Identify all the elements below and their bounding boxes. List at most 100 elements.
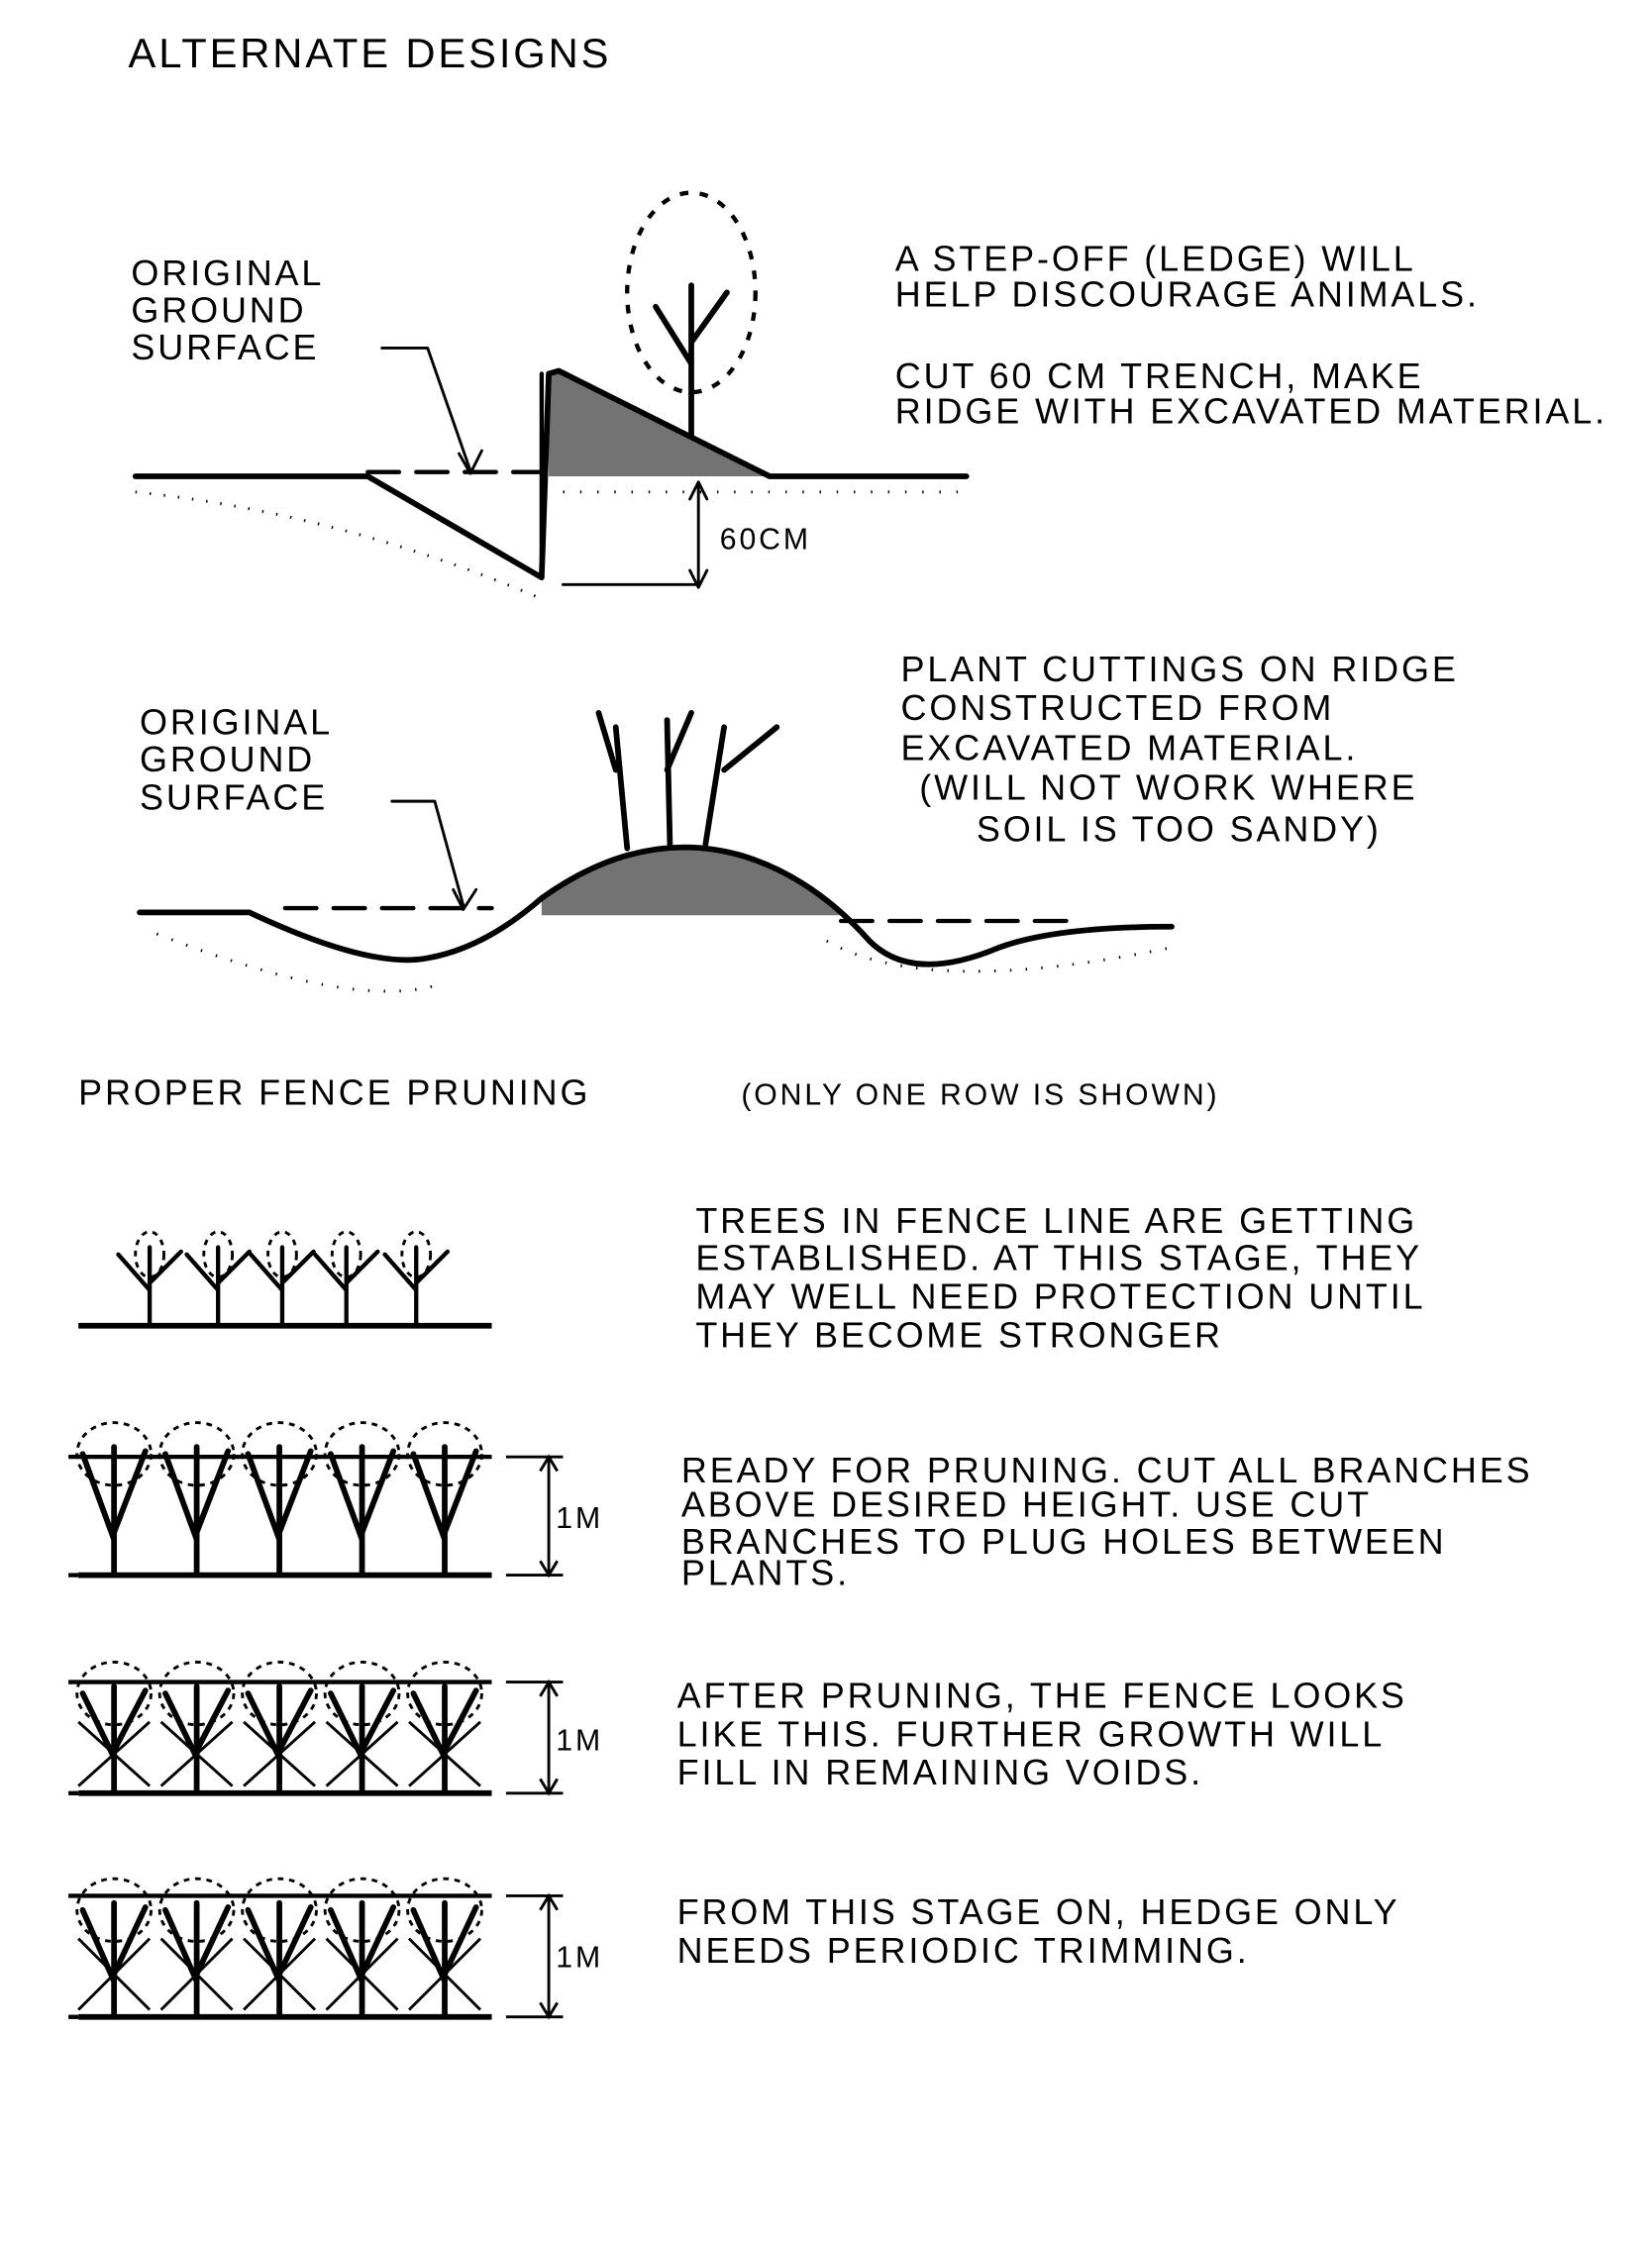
svg-text:AFTER PRUNING, THE FENCE LOOKS: AFTER PRUNING, THE FENCE LOOKS [677,1675,1407,1715]
foliage-icon [157,1660,236,1727]
foliage-icon [406,1421,483,1487]
foliage-icon [157,1877,236,1943]
tree-icon [328,1444,397,1579]
foliage-icon [323,1421,401,1487]
foliage-icon [323,1660,401,1727]
tree-icon [162,1444,232,1579]
pruning-title: PROPER FENCE PRUNING [78,1072,590,1113]
tree-icon [245,1899,314,2020]
svg-text:SOIL IS TOO SANDY): SOIL IS TOO SANDY) [977,808,1382,849]
page-title: ALTERNATE DESIGNS [129,30,612,76]
foliage-icon [406,1877,483,1943]
svg-text:GROUND: GROUND [140,739,315,779]
tree-icon [79,1444,149,1579]
svg-text:FILL IN REMAINING VOIDS.: FILL IN REMAINING VOIDS. [677,1752,1203,1792]
foliage-icon [266,1230,298,1279]
svg-text:THEY BECOME STRONGER: THEY BECOME STRONGER [695,1314,1223,1355]
dimension-arrow [505,1454,564,1579]
height-label-3: 1M [556,1725,603,1758]
foliage-icon [406,1660,483,1727]
cut-branch-icon [408,1720,481,1787]
svg-text:READY FOR PRUNING. CUT ALL BRA: READY FOR PRUNING. CUT ALL BRANCHES [681,1450,1533,1490]
depth-label: 60CM [720,523,811,556]
tree-icon [245,1444,314,1579]
tree-icon [312,1245,380,1328]
tree-icon [249,1245,316,1328]
svg-text:SURFACE: SURFACE [140,777,328,818]
height-label-2: 1M [556,1502,603,1535]
foliage-icon [202,1230,235,1279]
svg-text:BRANCHES TO PLUG HOLES BETWEEN: BRANCHES TO PLUG HOLES BETWEEN [681,1521,1447,1562]
svg-text:(WILL NOT WORK WHERE: (WILL NOT WORK WHERE [919,767,1417,808]
design1-notes: A STEP-OFF (LEDGE) WILL HELP DISCOURAGE … [895,239,1607,432]
tree-icon [410,1682,479,1796]
design2-notes: PLANT CUTTINGS ON RIDGE CONSTRUCTED FROM… [901,649,1459,849]
cut-branch-icon [408,1937,482,2011]
svg-text:TREES IN FENCE LINE ARE GETTIN: TREES IN FENCE LINE ARE GETTING [695,1200,1417,1241]
svg-text:CONSTRUCTED FROM: CONSTRUCTED FROM [901,687,1335,728]
tree-icon [410,1899,479,2020]
dimension-arrow [505,1892,564,2020]
svg-text:GROUND: GROUND [131,290,306,331]
foliage-icon [134,1230,165,1279]
cut-branch-icon [77,1937,152,2011]
cut-branch-icon [77,1720,152,1787]
step-off-cross-section [132,190,970,601]
svg-text:EXCAVATED MATERIAL.: EXCAVATED MATERIAL. [901,727,1359,767]
tree-icon [410,1444,479,1579]
tree-icon [79,1682,149,1796]
stage-2-notes: READY FOR PRUNING. CUT ALL BRANCHES ABOV… [681,1450,1533,1593]
tree-icon [328,1899,397,2020]
svg-text:ORIGINAL: ORIGINAL [140,701,333,742]
svg-text:CUT 60 CM TRENCH, MAKE: CUT 60 CM TRENCH, MAKE [895,356,1424,396]
svg-text:PLANT CUTTINGS ON RIDGE: PLANT CUTTINGS ON RIDGE [901,649,1459,689]
cut-branch-icon [325,1937,399,2011]
foliage-icon [241,1421,318,1487]
tree-icon [162,1899,232,2020]
cut-branch-icon [159,1720,234,1787]
svg-text:ABOVE DESIRED HEIGHT. USE CUT: ABOVE DESIRED HEIGHT. USE CUT [681,1484,1372,1525]
cuttings-icon [595,710,780,852]
svg-text:A STEP-OFF (LEDGE) WILL: A STEP-OFF (LEDGE) WILL [895,239,1416,279]
ground-label-2: ORIGINAL GROUND SURFACE [140,701,333,818]
stage-1-notes: TREES IN FENCE LINE ARE GETTING ESTABLIS… [695,1200,1425,1355]
pruning-stages [68,1230,564,2020]
dimension-arrow [505,1679,564,1796]
foliage-icon [330,1230,362,1279]
svg-text:MAY WELL NEED PROTECTION UNTIL: MAY WELL NEED PROTECTION UNTIL [695,1275,1425,1316]
tree-icon [184,1245,253,1328]
foliage-icon [75,1660,153,1727]
tree-icon [328,1682,397,1796]
foliage-icon [157,1421,236,1487]
tree-icon [625,190,758,439]
svg-text:NEEDS PERIODIC TRIMMING.: NEEDS PERIODIC TRIMMING. [677,1930,1250,1971]
foliage-icon [75,1421,153,1487]
svg-text:ESTABLISHED. AT THIS STAGE, TH: ESTABLISHED. AT THIS STAGE, THEY [695,1238,1422,1278]
tree-icon [116,1245,183,1328]
foliage-icon [241,1877,318,1943]
ridge-cross-section [137,710,1175,993]
foliage-icon [241,1660,318,1727]
svg-text:SURFACE: SURFACE [131,327,319,367]
ground-label-1: ORIGINAL GROUND SURFACE [131,253,324,367]
tree-icon [79,1899,149,2020]
cut-branch-icon [159,1937,234,2011]
cut-branch-icon [325,1720,399,1787]
tree-icon [245,1682,314,1796]
cut-branch-icon [243,1720,317,1787]
svg-text:LIKE THIS. FURTHER GROWTH WILL: LIKE THIS. FURTHER GROWTH WILL [677,1713,1386,1754]
tree-icon [382,1245,451,1328]
tree-icon [162,1682,232,1796]
stage-3-notes: AFTER PRUNING, THE FENCE LOOKS LIKE THIS… [677,1675,1407,1792]
svg-text:HELP DISCOURAGE ANIMALS.: HELP DISCOURAGE ANIMALS. [895,274,1480,315]
svg-text:RIDGE WITH EXCAVATED MATERIAL.: RIDGE WITH EXCAVATED MATERIAL. [895,391,1607,432]
svg-text:FROM THIS STAGE ON, HEDGE ONLY: FROM THIS STAGE ON, HEDGE ONLY [677,1891,1400,1932]
foliage-icon [75,1877,153,1943]
svg-text:PLANTS.: PLANTS. [681,1553,850,1593]
height-label-4: 1M [556,1941,603,1974]
stage-4-notes: FROM THIS STAGE ON, HEDGE ONLY NEEDS PER… [677,1891,1400,1971]
cut-branch-icon [243,1937,317,2011]
svg-text:ORIGINAL: ORIGINAL [131,253,324,293]
foliage-icon [400,1230,433,1279]
